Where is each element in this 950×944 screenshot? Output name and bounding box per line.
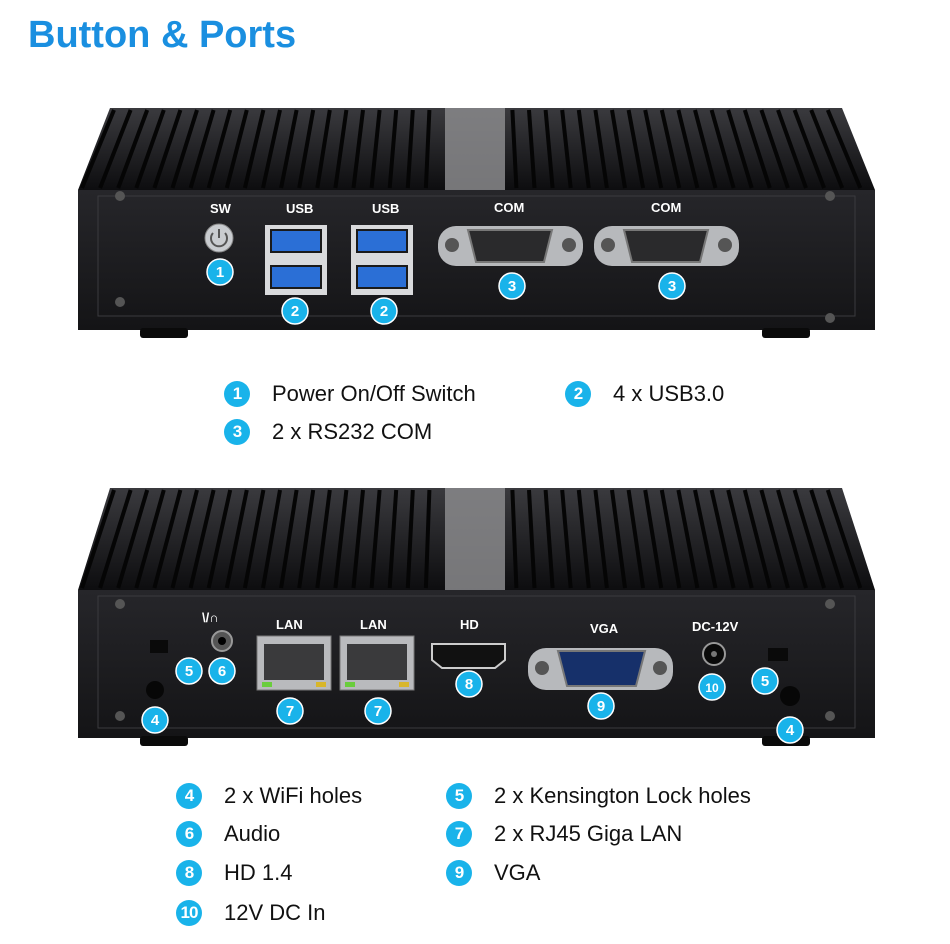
audio-label: \/∩ [202, 610, 219, 625]
legend-number: 3 [224, 419, 250, 445]
svg-text:4: 4 [151, 712, 160, 729]
legend-item-2: 2 4 x USB3.0 [565, 381, 724, 407]
legend-number: 9 [446, 860, 472, 886]
badge-4a: 4 [141, 706, 169, 734]
power-icon [210, 232, 228, 248]
legend-text: 12V DC In [224, 900, 326, 925]
badge-3b: 3 [658, 272, 686, 300]
svg-text:4: 4 [786, 722, 795, 739]
page-title: Button & Ports [28, 14, 297, 56]
svg-text:1: 1 [216, 264, 224, 281]
legend-item-5: 5 2 x Kensington Lock holes [446, 783, 751, 809]
usb-port-4[interactable] [356, 265, 408, 289]
legend-item-7: 7 2 x RJ45 Giga LAN [446, 821, 682, 847]
wifi-hole-2 [780, 686, 800, 706]
legend-item-3: 3 2 x RS232 COM [224, 419, 432, 445]
com-port-1[interactable] [466, 229, 554, 263]
legend-number: 6 [176, 821, 202, 847]
legend-text: 2 x RS232 COM [272, 419, 433, 444]
usb-port-2[interactable] [270, 265, 322, 289]
legend-item-8: 8 HD 1.4 [176, 860, 292, 886]
legend-text: 2 x Kensington Lock holes [494, 783, 751, 808]
wifi-hole-1 [146, 681, 164, 699]
lan-label-2: LAN [360, 617, 387, 632]
badge-5b: 5 [751, 667, 779, 695]
com-label-1: COM [494, 200, 524, 215]
sw-label: SW [210, 201, 232, 216]
usb-label-2: USB [372, 201, 399, 216]
legend-item-10: 10 12V DC In [176, 900, 326, 926]
com-label-2: COM [651, 200, 681, 215]
badge-5a: 5 [175, 657, 203, 685]
legend-text: 2 x WiFi holes [224, 783, 363, 808]
badge-8: 8 [455, 670, 483, 698]
svg-text:9: 9 [597, 698, 605, 715]
svg-text:2: 2 [380, 303, 388, 320]
legend-number: 4 [176, 783, 202, 809]
vga-port[interactable] [556, 650, 647, 687]
svg-text:3: 3 [508, 278, 516, 295]
legend-text: 4 x USB3.0 [613, 381, 725, 406]
badge-9: 9 [587, 692, 615, 720]
badge-6: 6 [208, 657, 236, 685]
kensington-lock-hole-2 [768, 648, 788, 661]
svg-text:3: 3 [668, 278, 676, 295]
svg-text:10: 10 [705, 681, 719, 695]
usb-port-1[interactable] [270, 229, 322, 253]
badge-4b: 4 [776, 716, 804, 744]
badge-7a: 7 [276, 697, 304, 725]
legend-number: 5 [446, 783, 472, 809]
badge-7b: 7 [364, 697, 392, 725]
legend-item-6: 6 Audio [176, 821, 280, 847]
svg-text:6: 6 [218, 663, 226, 680]
legend-item-4: 4 2 x WiFi holes [176, 783, 362, 809]
bottom-device-image: \/∩ LAN LAN HD VGA DC-12V 4 4 5 5 6 7 7 … [78, 488, 875, 746]
usb-label-1: USB [286, 201, 313, 216]
svg-text:5: 5 [185, 663, 193, 680]
hd-label: HD [460, 617, 479, 632]
legend-item-1: 1 Power On/Off Switch [224, 381, 476, 407]
legend-text: VGA [494, 860, 541, 885]
svg-text:7: 7 [374, 703, 382, 720]
legend-text: Audio [224, 821, 281, 846]
legend-number: 1 [224, 381, 250, 407]
svg-text:7: 7 [286, 703, 294, 720]
legend-item-9: 9 VGA [446, 860, 540, 886]
legend-number: 2 [565, 381, 591, 407]
legend-number: 8 [176, 860, 202, 886]
lan-label-1: LAN [276, 617, 303, 632]
hdmi-port[interactable] [431, 643, 506, 669]
legend-number: 7 [446, 821, 472, 847]
vga-label: VGA [590, 621, 619, 636]
svg-text:2: 2 [291, 303, 299, 320]
badge-2a: 2 [281, 297, 309, 325]
legend-number: 10 [176, 900, 202, 926]
com-port-2[interactable] [622, 229, 710, 263]
usb-port-3[interactable] [356, 229, 408, 253]
legend-text: Power On/Off Switch [272, 381, 476, 406]
top-device-image: SW USB USB COM COM 1 2 2 3 3 [78, 108, 875, 338]
legend-text: HD 1.4 [224, 860, 293, 885]
dc-label: DC-12V [692, 619, 739, 634]
badge-10: 10 [698, 673, 726, 701]
legend-text: 2 x RJ45 Giga LAN [494, 821, 683, 846]
svg-text:8: 8 [465, 676, 473, 693]
svg-text:5: 5 [761, 673, 769, 690]
badge-3a: 3 [498, 272, 526, 300]
badge-2b: 2 [370, 297, 398, 325]
kensington-lock-hole-1 [150, 640, 168, 653]
badge-1: 1 [206, 258, 234, 286]
